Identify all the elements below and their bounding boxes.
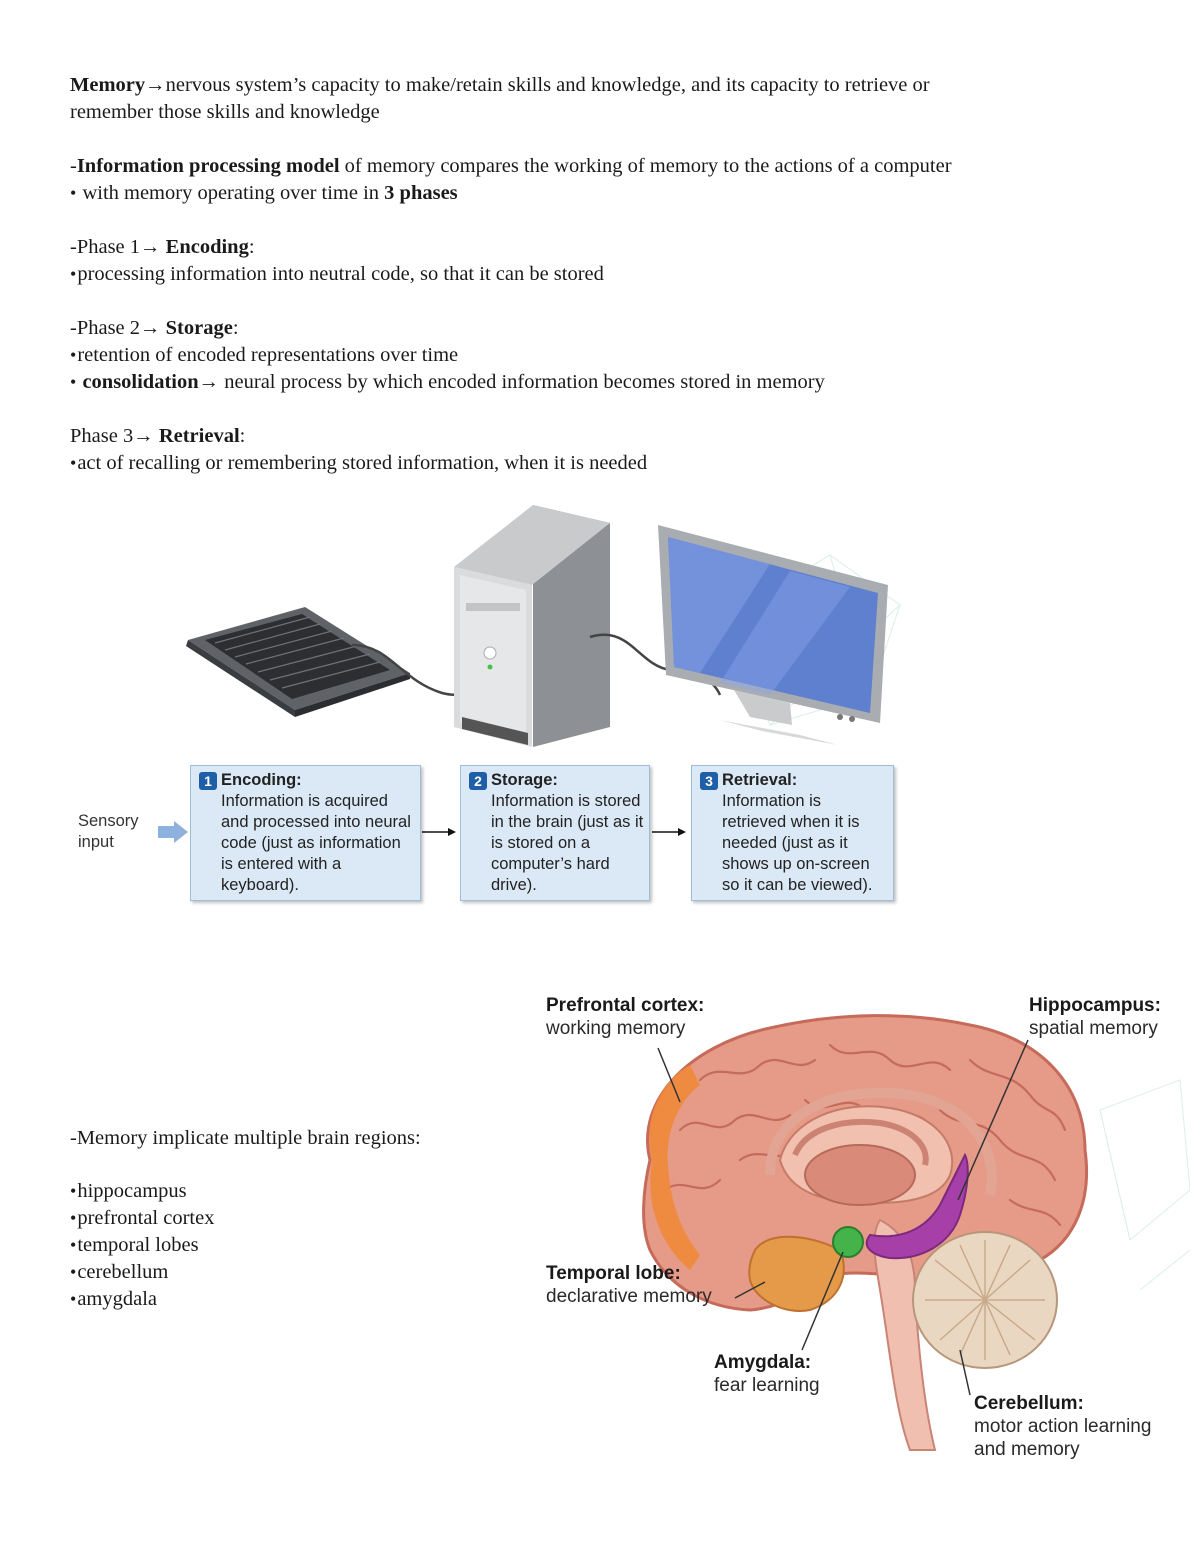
amygdala-label: Amygdala: fear learning <box>714 1352 820 1396</box>
phase1-name: Encoding <box>165 236 249 258</box>
temporal-lobe-shape <box>748 1235 845 1312</box>
brain-region-item: temporal lobes <box>70 1232 198 1259</box>
memory-definition-text: nervous system’s capacity to make/retain… <box>165 74 930 96</box>
sensory-input-label: Sensory input <box>78 812 139 851</box>
keyboard-icon <box>186 607 410 717</box>
retrieval-step-box: 3 Retrieval: Information is retrieved wh… <box>691 765 894 901</box>
brain-region-item: hippocampus <box>70 1178 186 1205</box>
phase3-heading: Phase 3→ Retrieval: <box>70 425 246 447</box>
sensory-arrow-icon <box>158 821 188 843</box>
hippocampus-label: Hippocampus: spatial memory <box>1029 995 1161 1039</box>
memory-definition: Memory→nervous system’s capacity to make… <box>70 74 930 96</box>
monitor-icon <box>658 525 888 745</box>
cerebellum-label: Cerebellum: motor action learning and me… <box>974 1393 1152 1460</box>
amygdala-shape <box>832 1226 864 1258</box>
phase2-name: Storage <box>165 317 233 339</box>
brain-region-item: cerebellum <box>70 1259 168 1286</box>
memory-definition-cont: remember those skills and knowledge <box>70 101 380 123</box>
phase3-bullet: act of recalling or remembering stored i… <box>70 450 647 477</box>
phase2-heading: -Phase 2→ Storage: <box>70 317 239 339</box>
cerebellum-shape <box>912 1231 1058 1369</box>
brain-illustration <box>642 1014 1190 1451</box>
storage-step-box: 2 Storage: Information is stored in the … <box>460 765 650 901</box>
temporal-lobe-label: Temporal lobe: declarative memory <box>546 1263 712 1307</box>
computer-tower-icon <box>454 505 610 747</box>
brain-region-item: amygdala <box>70 1286 157 1313</box>
phase2-bullet-consolidation: consolidation→ neural process by which e… <box>70 369 824 396</box>
computer-analogy-figure: Sensory input 1 Encoding: Information is… <box>70 495 910 915</box>
prefrontal-cortex-shape <box>649 1065 700 1270</box>
prefrontal-cortex-label: Prefrontal cortex: working memory <box>546 995 705 1039</box>
memory-term: Memory <box>70 74 146 96</box>
brain-regions-figure: Prefrontal cortex: working memory Hippoc… <box>540 990 1190 1480</box>
encoding-step-box: 1 Encoding: Information is acquired and … <box>190 765 421 901</box>
ip-model-bullet: with memory operating over time in 3 pha… <box>70 180 457 207</box>
ip-model-term: Information processing model <box>76 155 340 177</box>
phase2-bullet-retention: retention of encoded representations ove… <box>70 342 458 369</box>
phase1-heading: -Phase 1→ Encoding: <box>70 236 255 258</box>
phase3-name: Retrieval <box>158 425 240 447</box>
brain-region-item: prefrontal cortex <box>70 1205 214 1232</box>
computer-illustration <box>186 505 901 747</box>
brain-regions-intro: -Memory implicate multiple brain regions… <box>70 1127 421 1149</box>
phase1-bullet: processing information into neutral code… <box>70 261 604 288</box>
ip-model-heading: -Information processing model of memory … <box>70 155 952 177</box>
